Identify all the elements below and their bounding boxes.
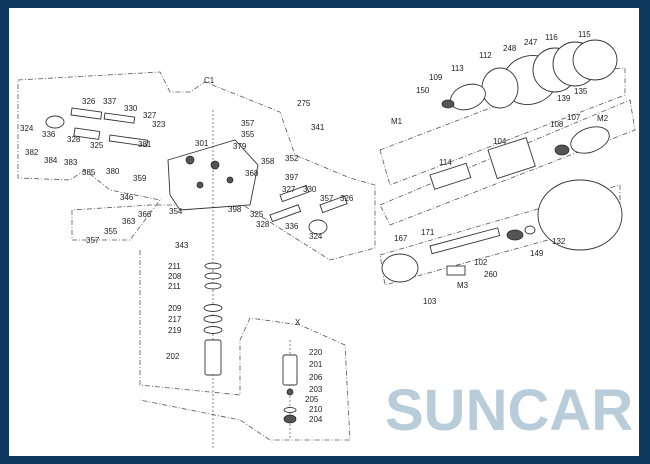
spools-right (269, 184, 348, 235)
part-label: 337 (103, 97, 117, 106)
motor-parts (381, 39, 623, 283)
part-label: 326 (82, 97, 96, 106)
part-label: 325 (250, 210, 264, 219)
part-label: 327 (282, 185, 296, 194)
part-label: 248 (503, 44, 517, 53)
part-label: 346 (120, 193, 134, 202)
part-label: 167 (394, 234, 408, 243)
watermark: SUNCAR (385, 378, 633, 443)
part-label: 132 (552, 237, 566, 246)
part-label: 330 (124, 104, 138, 113)
part-label: 366 (138, 210, 152, 219)
part-label: 135 (574, 87, 588, 96)
part-label: 113 (451, 64, 464, 73)
part-label: 343 (175, 241, 189, 250)
part-label: 171 (421, 228, 435, 237)
part-label: 204 (309, 415, 323, 424)
part-label: 206 (309, 373, 323, 382)
part-label: 104 (493, 137, 507, 146)
part-label: 107 (567, 113, 581, 122)
part-label: 115 (578, 30, 591, 39)
part-label: 363 (122, 217, 136, 226)
spools-left (45, 107, 149, 147)
part-label: C1 (204, 76, 215, 85)
part-label: 325 (90, 141, 104, 150)
part-label: 149 (530, 249, 544, 258)
part-label: 336 (285, 222, 299, 231)
part-label: 275 (297, 99, 311, 108)
part-label: 397 (285, 173, 299, 182)
part-label: 357 (241, 119, 255, 128)
part-label: 150 (416, 86, 430, 95)
part-label: 336 (42, 130, 56, 139)
part-label: 209 (168, 304, 182, 313)
part-label: 355 (241, 130, 255, 139)
part-label: 354 (169, 207, 183, 216)
part-label: 211 (168, 262, 181, 271)
part-label: 324 (309, 232, 323, 241)
part-label: 330 (303, 185, 317, 194)
part-label: 108 (550, 120, 564, 129)
part-label: 379 (233, 142, 247, 151)
part-label: M2 (597, 114, 609, 123)
part-label: 368 (245, 169, 259, 178)
group-x-outline (139, 250, 351, 441)
group-m1-outline (379, 99, 636, 226)
part-label: 328 (67, 135, 81, 144)
part-label: 359 (133, 174, 147, 183)
part-label: 385 (82, 168, 96, 177)
part-label: 247 (524, 38, 538, 47)
part-label: 326 (340, 194, 354, 203)
part-label: 210 (309, 405, 323, 414)
part-label: 203 (309, 385, 323, 394)
part-label: 357 (86, 236, 100, 245)
part-label: 102 (474, 258, 488, 267)
part-label: 341 (311, 123, 325, 132)
part-label: 220 (309, 348, 323, 357)
part-label: 103 (423, 297, 437, 306)
part-label: 114 (439, 158, 452, 167)
part-label: 205 (305, 395, 319, 404)
part-label: X (295, 318, 301, 327)
part-label: M3 (457, 281, 469, 290)
part-label: 381 (138, 140, 152, 149)
part-label: 352 (285, 154, 299, 163)
relief-valve-parts (203, 110, 298, 450)
part-label: 109 (429, 73, 443, 82)
part-label: 380 (106, 167, 120, 176)
part-label: 323 (152, 120, 166, 129)
part-label: 324 (20, 124, 34, 133)
part-label: 211 (168, 282, 181, 291)
part-label: 219 (168, 326, 182, 335)
part-label: 301 (195, 139, 209, 148)
part-label: 112 (479, 51, 492, 60)
part-label: 260 (484, 270, 498, 279)
part-label: 116 (545, 33, 558, 42)
part-label: 217 (168, 315, 182, 324)
part-label: 208 (168, 272, 182, 281)
part-label: M1 (391, 117, 403, 126)
part-label: 382 (25, 148, 39, 157)
part-label: 398 (228, 205, 242, 214)
part-label: 357 (320, 194, 334, 203)
part-label: 327 (143, 111, 157, 120)
part-label: 383 (64, 158, 78, 167)
part-label: 358 (261, 157, 275, 166)
part-label: 355 (104, 227, 118, 236)
part-label: 139 (557, 94, 571, 103)
part-label: 384 (44, 156, 58, 165)
part-label: 201 (309, 360, 323, 369)
part-label: 202 (166, 352, 180, 361)
part-label: 328 (256, 220, 270, 229)
